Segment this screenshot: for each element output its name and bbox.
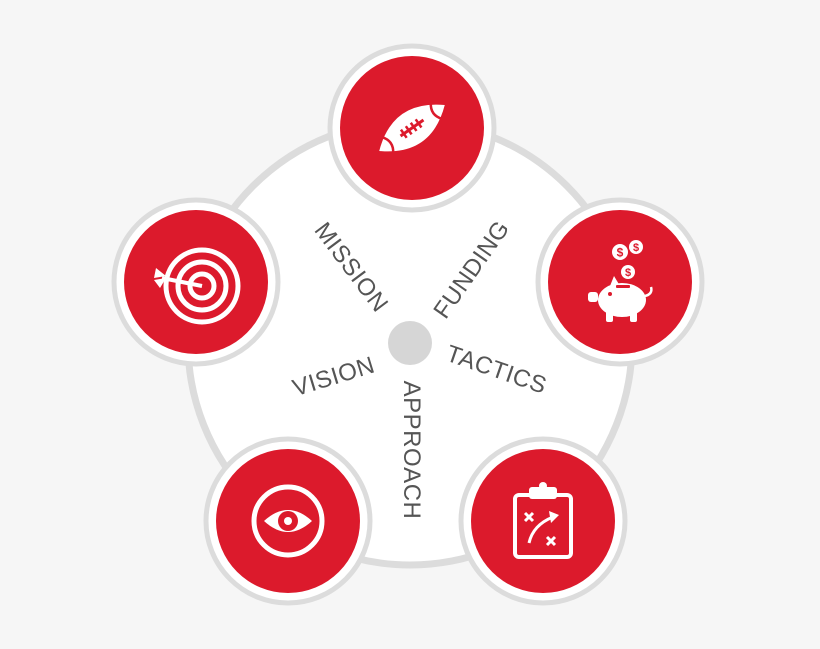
- coin-icon: $: [621, 265, 635, 279]
- clipboard-play-icon: [513, 482, 573, 559]
- center-hub: [388, 321, 432, 365]
- node-football[interactable]: [327, 43, 497, 213]
- coin-text: $: [617, 246, 624, 260]
- piggy-bank-icon: [588, 276, 653, 322]
- eye-icon: [251, 484, 325, 558]
- coin-icon: $: [612, 244, 628, 260]
- target-icon: [154, 247, 241, 325]
- node-piggy-bank[interactable]: $ $ $: [535, 197, 705, 367]
- label-approach: APPROACH: [398, 381, 425, 520]
- node-clipboard[interactable]: [458, 436, 628, 606]
- node-target[interactable]: [111, 197, 281, 367]
- node-disc: [124, 210, 268, 354]
- node-disc: [548, 210, 692, 354]
- coin-icon: $: [629, 240, 643, 254]
- node-eye[interactable]: [203, 436, 373, 606]
- coin-text: $: [625, 267, 631, 279]
- football-icon: [379, 102, 445, 154]
- coin-text: $: [633, 242, 639, 254]
